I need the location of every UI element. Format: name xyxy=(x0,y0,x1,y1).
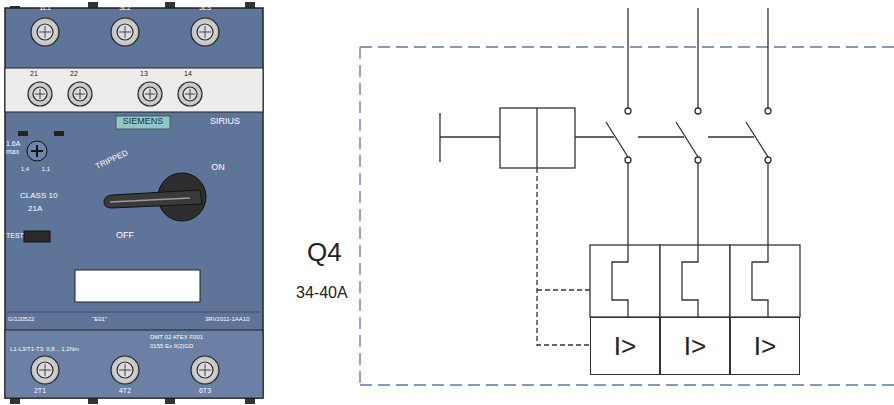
drawing-part xyxy=(75,270,200,302)
breaker-device xyxy=(5,2,263,404)
device-marking: 1.6A max xyxy=(6,140,24,155)
release-box: I> xyxy=(730,317,800,375)
device-marking: 21 xyxy=(30,70,38,78)
drawing-part xyxy=(27,141,47,161)
device-marking: DMT 02 ATEX F001 xyxy=(150,334,203,341)
drawing-part xyxy=(765,108,771,114)
drawing-part xyxy=(695,108,701,114)
drawing-part xyxy=(5,8,263,398)
drawing-part xyxy=(660,245,730,317)
device-marking: G/120522 xyxy=(8,316,34,323)
drawing-part xyxy=(18,131,28,136)
release-box: I> xyxy=(660,317,730,375)
device-marking: 1L1 xyxy=(39,4,51,12)
device-marking: 0155 Ex II(2)GD xyxy=(150,343,193,350)
device-marking: CLASS 10 xyxy=(20,192,57,201)
drawing-part xyxy=(39,26,211,38)
drawing-part xyxy=(116,116,170,129)
drawing-part xyxy=(537,168,590,345)
drawing-part xyxy=(28,18,219,384)
drawing-part xyxy=(628,163,768,245)
device-marking: 5L3 xyxy=(199,4,211,12)
drawing-part xyxy=(104,190,202,208)
device-marking: OFF xyxy=(116,231,134,241)
drawing-part xyxy=(628,8,768,108)
drawing-part xyxy=(24,231,50,242)
device-marking: SIEMENS xyxy=(123,117,164,127)
drawing-part xyxy=(110,198,190,202)
drawing-part xyxy=(695,157,701,163)
release-symbol: I> xyxy=(614,331,636,362)
device-marking: ON xyxy=(211,163,225,173)
drawing-part xyxy=(500,108,575,168)
device-marking: 13 xyxy=(140,70,148,78)
drawing-part xyxy=(625,157,631,163)
drawing-part xyxy=(35,89,195,99)
drawing-part xyxy=(35,26,211,376)
drawing-part xyxy=(5,68,263,112)
drawing-part xyxy=(31,145,43,157)
device-marking: TEST xyxy=(6,232,24,240)
drawing-part xyxy=(5,312,263,313)
drawing-part xyxy=(765,157,771,163)
device-marking: 2T1 xyxy=(34,387,46,395)
drawing-part xyxy=(575,136,754,137)
drawing-part xyxy=(360,47,894,385)
device-marking: 6T3 xyxy=(199,387,211,395)
device-marking: 1,4 xyxy=(21,166,29,173)
drawing-part xyxy=(612,245,768,317)
drawing-part xyxy=(5,330,263,398)
drawing-part xyxy=(440,113,500,162)
device-marking: 3RV2011-1AA10 xyxy=(205,316,249,323)
release-symbol: I> xyxy=(684,331,706,362)
device-marking: L1-L3/T1-T3: 0,8... 1,2Nm xyxy=(10,346,79,353)
drawing-part xyxy=(39,364,211,376)
drawing-part xyxy=(590,245,660,317)
device-marking: 3L2 xyxy=(119,4,131,12)
drawing-part xyxy=(625,108,631,114)
device-tag: Q4 xyxy=(307,238,342,267)
drawing-part xyxy=(730,245,800,317)
device-marking: SIRIUS xyxy=(210,117,240,127)
device-marking: 14 xyxy=(184,70,192,78)
device-marking: 4T2 xyxy=(119,387,131,395)
device-marking: 1,1 xyxy=(42,166,50,173)
drawing-part xyxy=(536,108,537,168)
device-marking: 21A xyxy=(28,205,42,214)
drawing-part xyxy=(606,122,768,157)
device-marking: "E01" xyxy=(92,316,107,323)
drawing-part xyxy=(54,131,64,136)
device-marking: 22 xyxy=(70,70,78,78)
release-box: I> xyxy=(590,317,660,375)
schematic-symbol xyxy=(360,8,894,385)
device-tag: 34-40A xyxy=(296,284,348,302)
release-symbol: I> xyxy=(754,331,776,362)
